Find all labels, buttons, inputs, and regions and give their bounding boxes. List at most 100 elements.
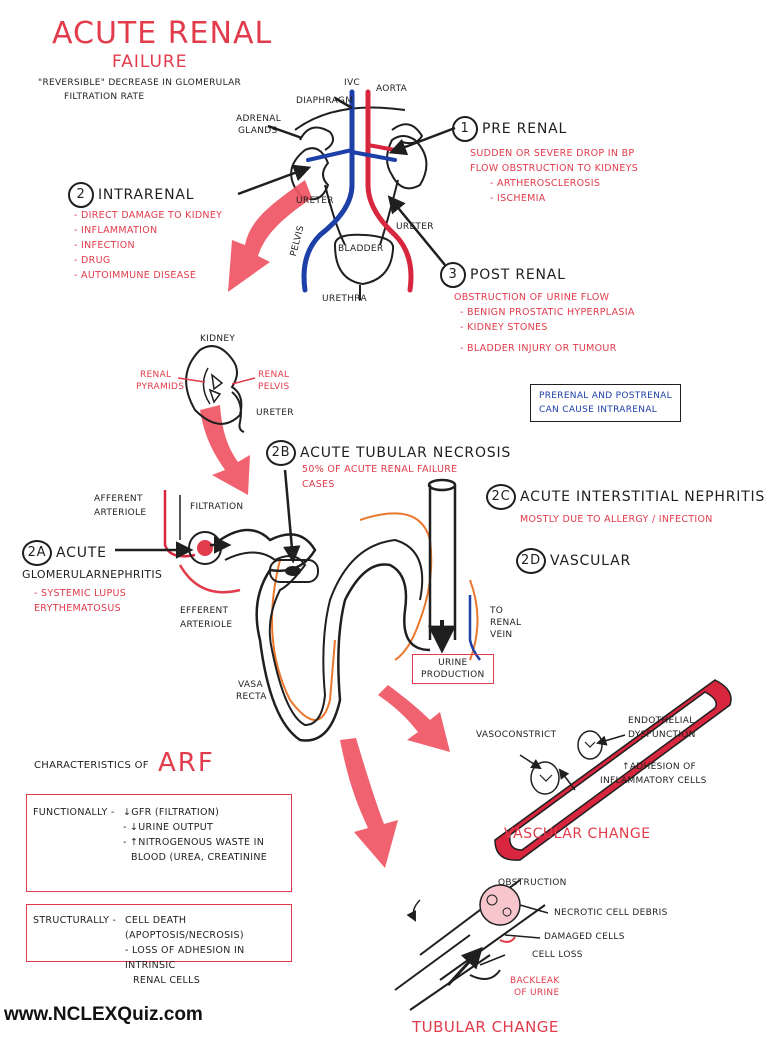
agn-sub: - SYSTEMIC LUPUS ERYTHEMATOSUS — [34, 586, 126, 616]
prerenal-item: FLOW OBSTRUCTION TO KIDNEYS — [470, 163, 639, 174]
note-line: PRERENAL AND POSTRENAL — [539, 391, 672, 401]
agn-sub-line: - SYSTEMIC LUPUS — [34, 588, 127, 599]
aorta-label: AORTA — [376, 84, 408, 94]
prerenal-item: SUDDEN OR SEVERE DROP IN BP — [470, 148, 635, 159]
kidney-right — [386, 135, 428, 190]
to-renal-vein-label-1: TO — [490, 606, 504, 616]
postrenal-item: - BLADDER INJURY OR TUMOUR — [460, 343, 617, 354]
definition-line-1: "REVERSIBLE" DECREASE IN GLOMERULAR — [38, 78, 242, 88]
postrenal-item: - KIDNEY STONES — [460, 322, 548, 333]
functionally-item: ↓GFR (FILTRATION) — [123, 807, 220, 818]
atn-number: 2b — [266, 440, 296, 466]
intrarenal-item: - DRUG — [74, 255, 111, 266]
intrarenal-item: - INFECTION — [74, 240, 135, 251]
diaphragm-label: DIAPHRAGM — [296, 96, 354, 106]
adhesion-label-2: INFLAMMATORY CELLS — [600, 776, 707, 786]
agn-sub-line: ERYTHEMATOSUS — [34, 603, 121, 614]
ivc-vessel — [301, 89, 355, 293]
structurally-item: CELL DEATH (APOPTOSIS/NECROSIS) — [125, 915, 244, 941]
aorta-vessel — [365, 89, 414, 293]
renal-pelvis-label-2: PELVIS — [258, 382, 290, 392]
urethra-label: URETHRA — [322, 294, 367, 304]
note-box: PRERENAL AND POSTRENAL CAN CAUSE INTRARE… — [530, 384, 681, 422]
ureter-right-label: URETER — [396, 222, 434, 232]
renal-artery-right — [366, 143, 397, 152]
obstruction-label: OBSTRUCTION — [498, 878, 567, 888]
kidney-label: KIDNEY — [200, 334, 236, 344]
postrenal-title: POST RENAL — [470, 267, 566, 283]
urine-production-box: URINE PRODUCTION — [412, 654, 494, 684]
tubular-change-caption: TUBULAR CHANGE — [412, 1018, 559, 1036]
renal-pelvis-label-1: RENAL — [258, 370, 290, 380]
backleak-label-1: BACKLEAK — [510, 976, 560, 986]
renal-vein-right — [350, 150, 397, 162]
red-arrow-1 — [228, 180, 312, 292]
functionally-item: - ↓URINE OUTPUT — [123, 822, 214, 833]
vasa-recta-label-1: VASA — [238, 680, 263, 690]
to-renal-vein-label-2: RENAL — [490, 618, 522, 628]
ain-heading: 2cACUTE INTERSTITIAL NEPHRITIS — [486, 484, 765, 510]
atn-sub-line: CASES — [302, 479, 335, 490]
endothelial-label-1: ENDOTHELIAL — [628, 716, 695, 726]
postrenal-item: OBSTRUCTION OF URINE FLOW — [454, 292, 610, 303]
intrarenal-item: - DIRECT DAMAGE TO KIDNEY — [74, 210, 223, 221]
kidney-cross-section — [177, 345, 256, 433]
functionally-item: BLOOD (UREA, CREATININE — [131, 852, 268, 863]
bladder-shape — [333, 233, 395, 286]
functionally-box: FUNCTIONALLY - ↓GFR (FILTRATION) - ↓URIN… — [26, 794, 292, 892]
agn-number: 2a — [22, 540, 52, 566]
red-arrow-3 — [378, 685, 450, 752]
structurally-items: CELL DEATH (APOPTOSIS/NECROSIS) - LOSS O… — [125, 913, 291, 988]
functionally-item: - ↑NITROGENOUS WASTE IN — [123, 837, 265, 848]
necrotic-label: NECROTIC CELL DEBRIS — [554, 908, 668, 918]
structurally-item: - LOSS OF ADHESION IN INTRINSIC — [125, 945, 245, 971]
atn-sub: 50% OF ACUTE RENAL FAILURE CASES — [302, 462, 457, 492]
agn-title-line-2: GLOMERULARNEPHRITIS — [22, 568, 163, 581]
prerenal-list: SUDDEN OR SEVERE DROP IN BP FLOW OBSTRUC… — [470, 146, 638, 206]
vascular-title: VASCULAR — [550, 553, 631, 569]
nephron-drawing — [163, 478, 481, 742]
adhesion-label-1: ↑ADHESION OF — [622, 762, 696, 772]
ain-title: ACUTE INTERSTITIAL NEPHRITIS — [520, 489, 766, 505]
atn-heading: 2bACUTE TUBULAR NECROSIS — [266, 440, 511, 466]
efferent-label-2: ARTERIOLE — [180, 620, 233, 630]
ain-sub: MOSTLY DUE TO ALLERGY / INFECTION — [520, 514, 713, 525]
functionally-items: ↓GFR (FILTRATION) - ↓URINE OUTPUT - ↑NIT… — [123, 805, 267, 865]
damaged-cells-label: DAMAGED CELLS — [544, 932, 625, 942]
intrarenal-item: - INFLAMMATION — [74, 225, 158, 236]
afferent-label-1: AFFERENT — [94, 494, 143, 504]
ureter-left-label: URETER — [296, 196, 334, 206]
characteristics-prefix: CHARACTERISTICS OF — [34, 760, 149, 771]
endothelial-label-2: DYSFUNCTION — [628, 730, 696, 740]
vasoconstrict-label: VASOCONSTRICT — [476, 730, 557, 740]
urine-production-line: PRODUCTION — [421, 670, 485, 680]
ain-number: 2c — [486, 484, 516, 510]
prerenal-number: 1 — [452, 116, 478, 142]
functionally-label: FUNCTIONALLY - — [33, 807, 115, 818]
vascular-change-caption: VASCULAR CHANGE — [504, 826, 651, 842]
intrarenal-item: - AUTOIMMUNE DISEASE — [74, 270, 197, 281]
structurally-box: STRUCTURALLY - CELL DEATH (APOPTOSIS/NEC… — [26, 904, 292, 986]
pointer-diaphragm — [334, 96, 353, 110]
renal-pyramids-label-2: PYRAMIDS — [136, 382, 185, 392]
postrenal-list: OBSTRUCTION OF URINE FLOW - BENIGN PROST… — [454, 290, 635, 356]
adrenal-glands-label-1: ADRENAL — [236, 114, 282, 124]
to-renal-vein-label-3: VEIN — [490, 630, 513, 640]
vascular-heading: 2dVASCULAR — [516, 548, 631, 574]
postrenal-item: - BENIGN PROSTATIC HYPERPLASIA — [460, 307, 635, 318]
kidney-ureter-label: URETER — [256, 408, 294, 418]
intrarenal-list: - DIRECT DAMAGE TO KIDNEY - INFLAMMATION… — [74, 208, 222, 283]
characteristics-acronym: ARF — [158, 748, 215, 778]
agn-heading: 2aACUTE — [22, 540, 107, 566]
vascular-number: 2d — [516, 548, 546, 574]
pointer-prerenal — [388, 126, 456, 156]
cell-loss-label: CELL LOSS — [532, 950, 583, 960]
urine-production-line: URINE — [438, 658, 468, 668]
efferent-label-1: EFFERENT — [180, 606, 229, 616]
bladder-label: BLADDER — [338, 244, 384, 254]
adrenal-glands-label-2: GLANDS — [238, 126, 278, 136]
